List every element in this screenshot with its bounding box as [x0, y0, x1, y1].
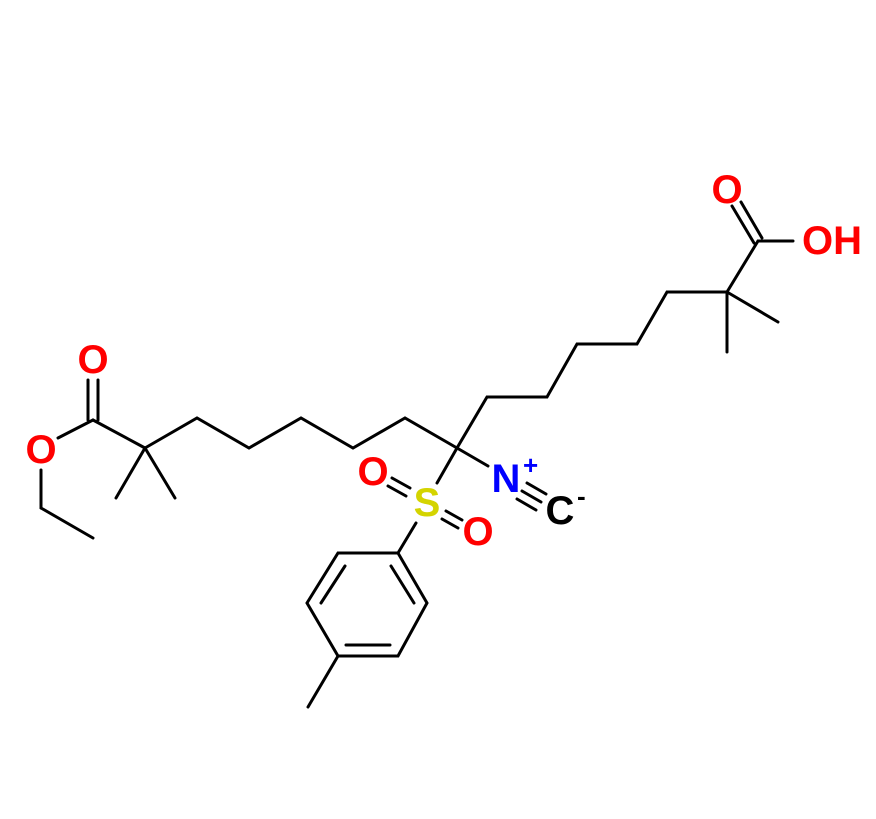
atom-labels: O OH O O S O O N + C -	[25, 168, 862, 554]
ester-carbonyl-oxygen: O	[77, 338, 108, 382]
ester-oxygen: O	[25, 428, 56, 472]
sulfonyl-oxygen-right: O	[462, 510, 493, 554]
isocyanide-carbon: C	[546, 489, 575, 533]
nitrogen-positive-charge: +	[523, 450, 538, 480]
acid-carbonyl-oxygen: O	[711, 168, 742, 212]
sulfonyl-oxygen-left: O	[357, 450, 388, 494]
acid-hydroxyl: OH	[802, 219, 862, 263]
carbon-negative-charge: -	[577, 481, 586, 511]
sulfonyl-sulfur: S	[414, 481, 441, 525]
isocyanide-nitrogen: N	[492, 457, 521, 501]
bonds	[39, 200, 795, 709]
